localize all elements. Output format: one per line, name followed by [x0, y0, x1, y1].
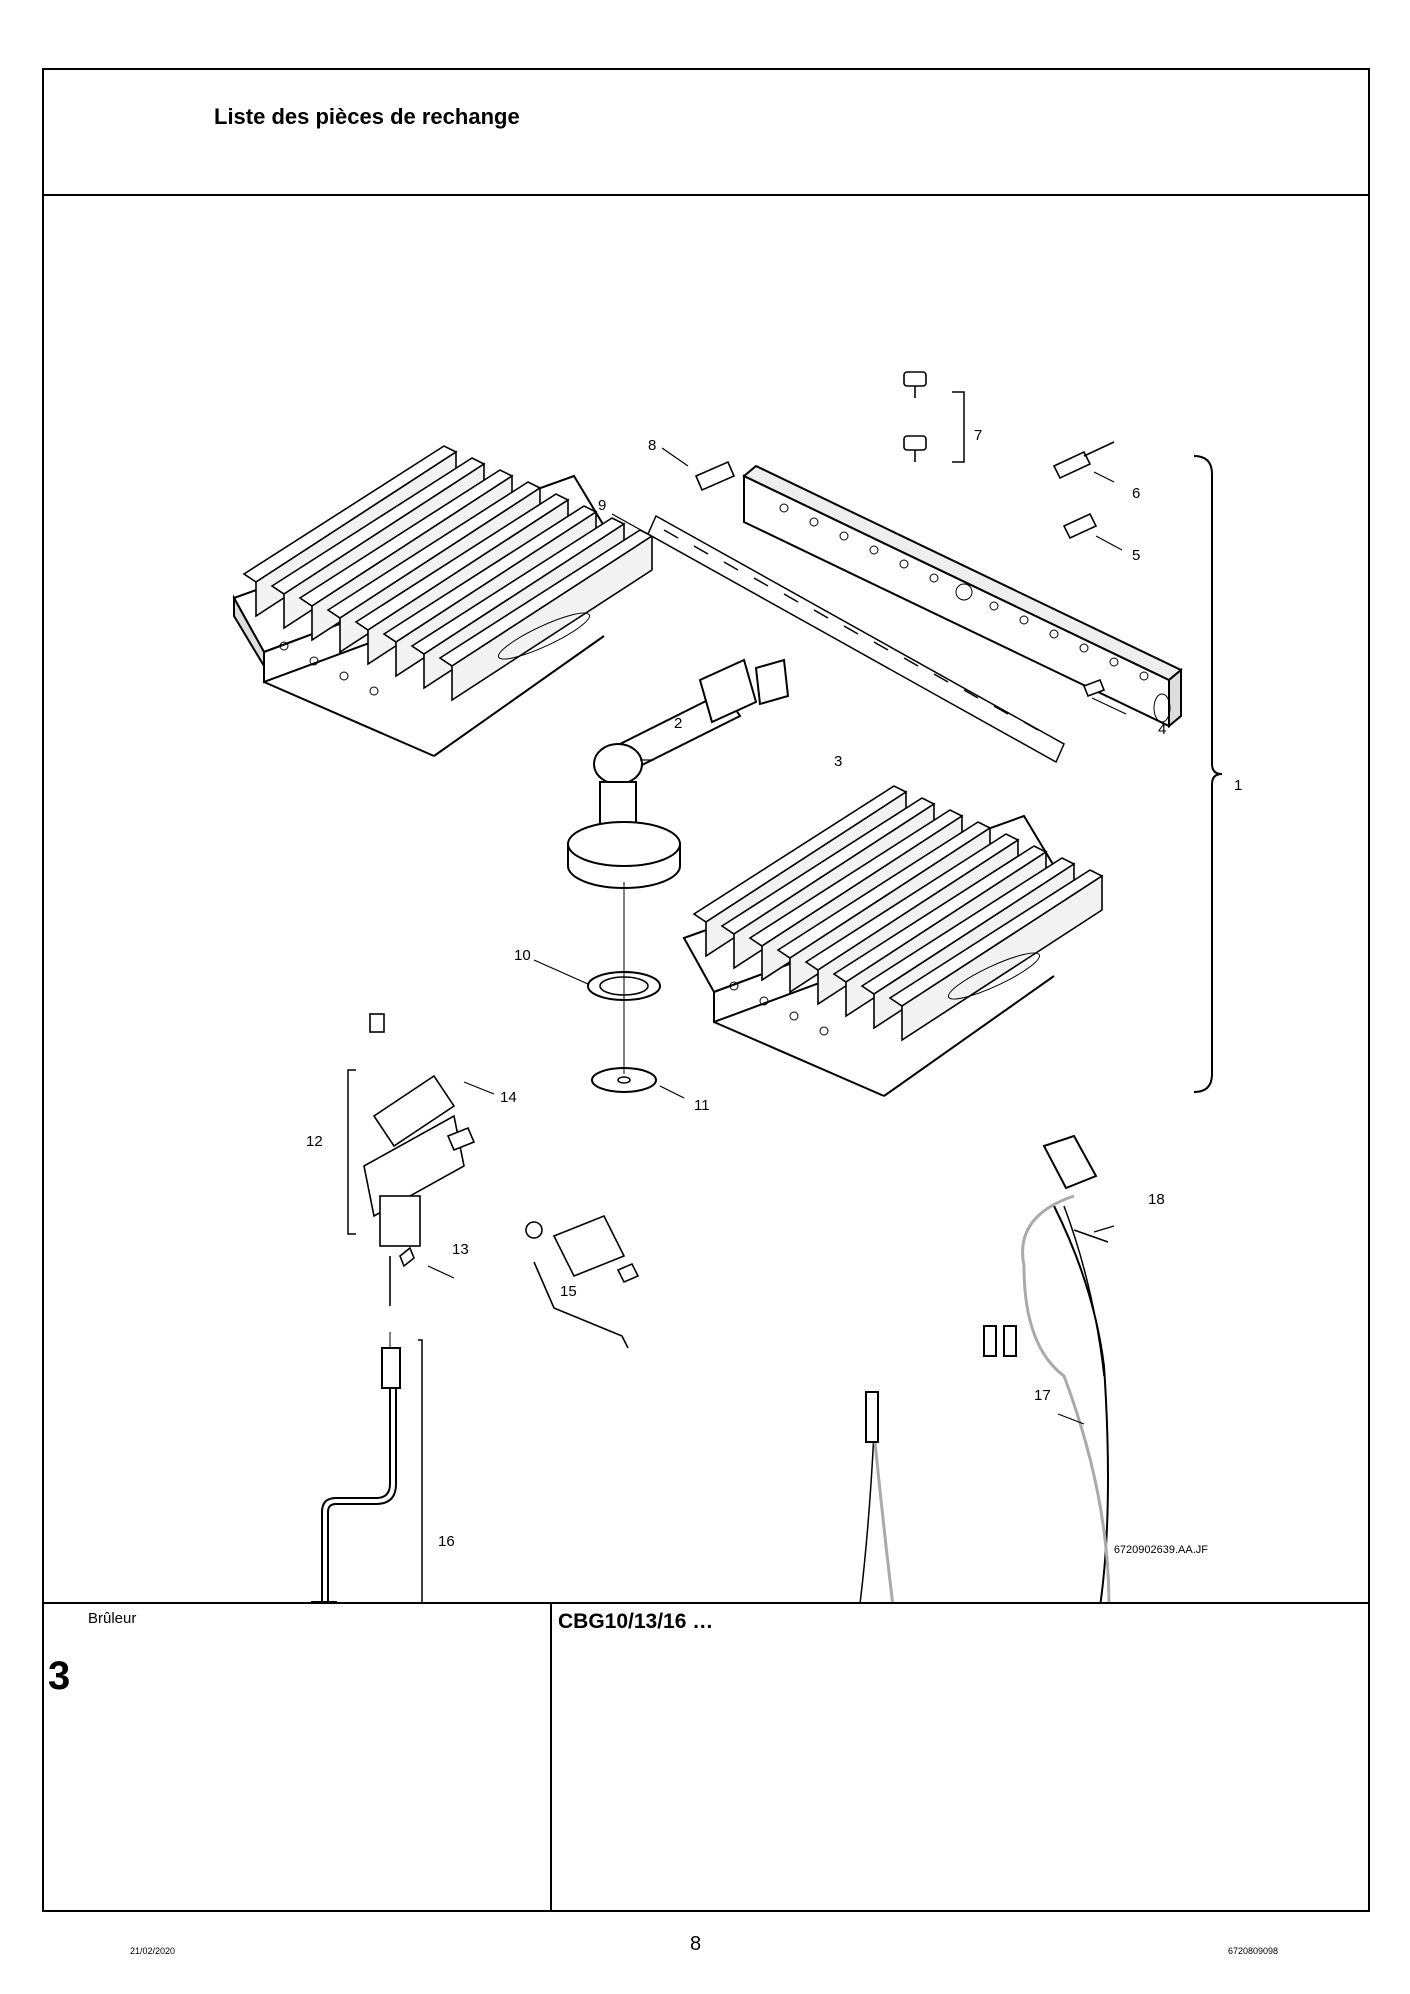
print-date: 21/02/2020 — [130, 1946, 176, 1956]
callout-8: 8 — [648, 437, 656, 454]
callout-6: 6 — [1132, 485, 1140, 502]
gasket-strip — [647, 514, 1065, 764]
leader-lines — [427, 447, 1127, 1425]
callout-10: 10 — [514, 947, 531, 964]
section-number: 3 — [48, 1654, 71, 1698]
callout-13: 13 — [452, 1241, 469, 1258]
callout-16: 16 — [438, 1533, 455, 1550]
right-burner-block — [682, 785, 1104, 1097]
drawing-reference: 6720902639.AA.JF — [1113, 1544, 1208, 1556]
callout-15: 15 — [560, 1283, 577, 1300]
manifold-screws — [694, 371, 1115, 698]
gas-connector — [567, 658, 790, 889]
callout-18: 18 — [1148, 1191, 1165, 1208]
manifold-bar — [742, 464, 1183, 729]
callout-14: 14 — [500, 1089, 517, 1106]
callout-3: 3 — [834, 753, 842, 770]
callout-2: 2 — [674, 715, 682, 732]
wiring-harness — [859, 1134, 1111, 1602]
page-number: 8 — [690, 1933, 702, 1955]
exploded-view-drawing: 1 2 3 4 5 6 7 8 9 10 11 12 13 14 15 16 1… — [44, 196, 1368, 1602]
model-name: CBG10/13/16 … — [558, 1610, 714, 1633]
page-title: Liste des pièces de rechange — [214, 104, 520, 129]
left-burner-block — [232, 445, 654, 757]
callout-11: 11 — [694, 1097, 710, 1114]
thermocouple-tube — [311, 1332, 423, 1602]
callout-1: 1 — [1234, 777, 1242, 794]
burner-diagram: 1 2 3 4 5 6 7 8 9 10 11 12 13 14 15 16 1… — [232, 371, 1242, 1602]
callout-17: 17 — [1034, 1387, 1051, 1404]
header: Liste des pièces de rechange — [44, 70, 1368, 196]
footer-block: Brûleur 3 CBG10/13/16 … — [44, 1602, 1368, 1910]
pilot-assembly — [347, 1013, 640, 1349]
callout-7: 7 — [974, 427, 982, 444]
page-frame: Liste des pièces de rechange — [42, 68, 1370, 1912]
callout-5: 5 — [1132, 547, 1140, 564]
callout-9: 9 — [598, 497, 606, 514]
section-name: Brûleur — [88, 1610, 137, 1627]
footer-divider — [550, 1604, 552, 1910]
callout-4: 4 — [1158, 721, 1166, 738]
document-number: 6720809098 — [1228, 1946, 1279, 1956]
callout-12: 12 — [306, 1133, 323, 1150]
